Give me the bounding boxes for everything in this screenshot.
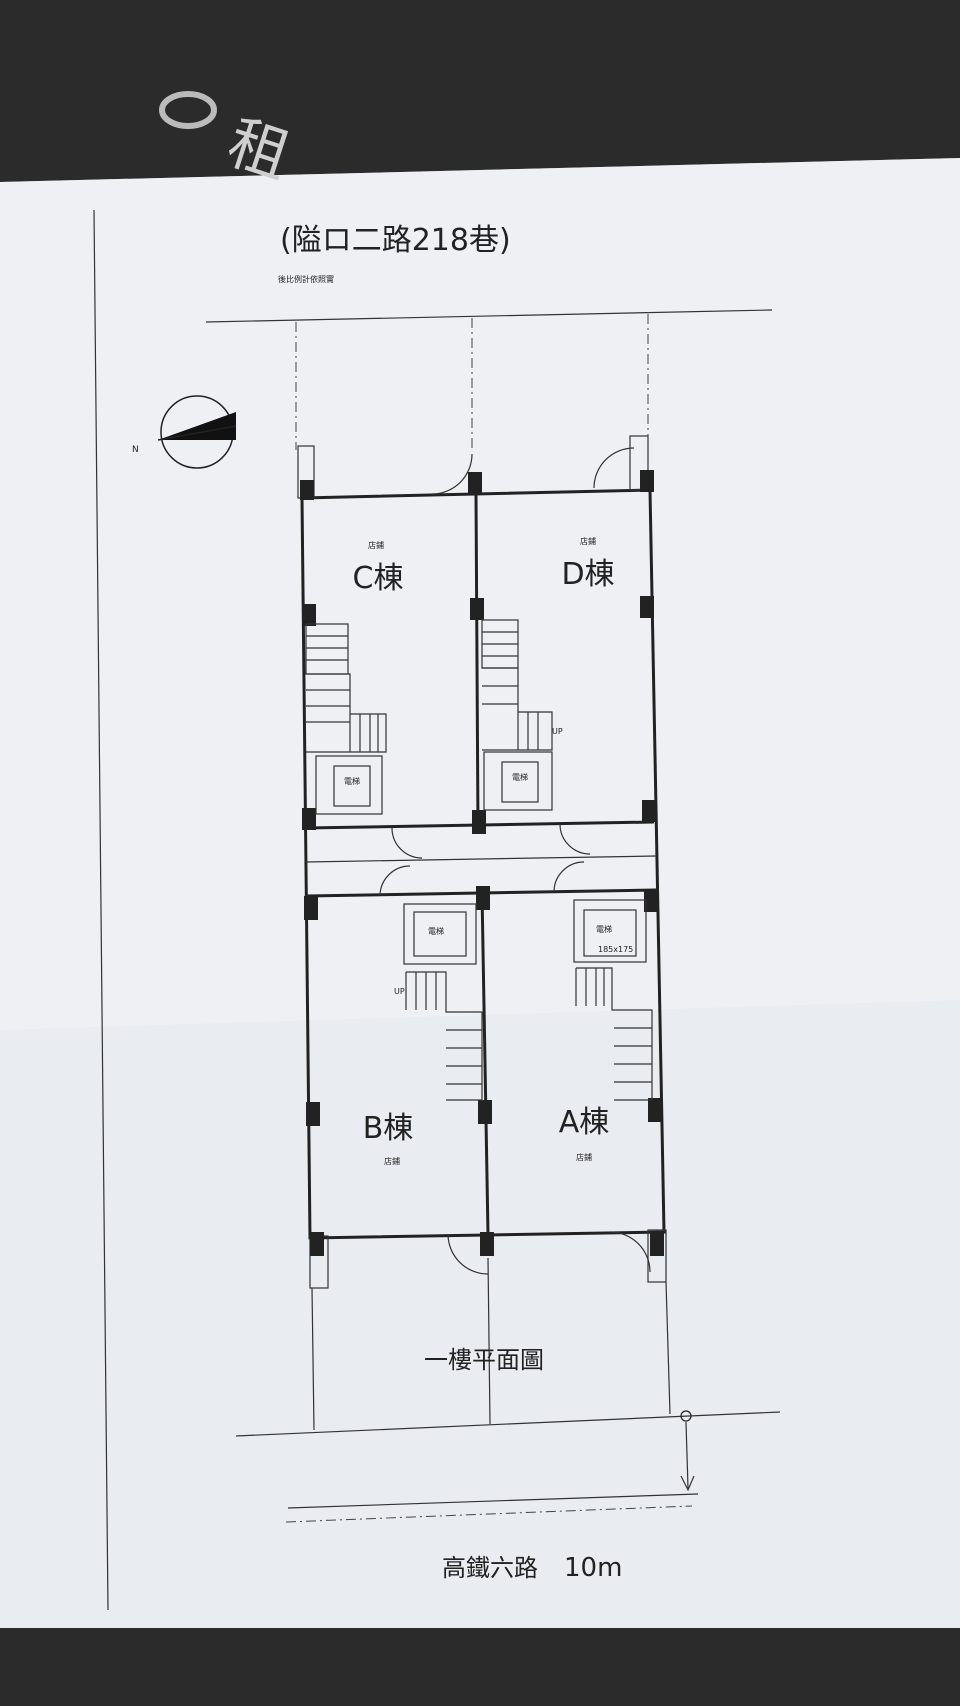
elevator-label-b: 電梯 [428,926,444,936]
unit-d-use: 店鋪 [580,536,596,546]
north-label: N [132,445,139,455]
door-swing [447,1233,489,1275]
road-dashed-line [285,1505,693,1523]
door-swing [593,447,635,489]
top-road-note: 後比例計依照實 [278,274,334,284]
top-road-line [205,309,773,323]
unit-c-name: C棟 [353,561,404,596]
unit-c-use: 店鋪 [368,540,384,550]
stair-up-label-d: UP [552,727,563,736]
elevator-label-a: 電梯 [596,924,612,934]
stair-up-label-b: UP [394,987,405,996]
elevator-dims-a: 185x175 [598,945,633,954]
party-wall-top [474,493,480,831]
unit-a-use: 店鋪 [576,1152,592,1162]
stair-unit-d: UP [481,619,563,751]
elevator-label-c: 電梯 [344,776,360,786]
elevator-b: 電梯 [403,903,477,965]
door-swing [609,1231,651,1273]
datum-point-icon [680,1410,692,1422]
elevator-d: 電梯 [483,751,553,811]
door-swing [379,865,411,897]
unit-d-name: D棟 [561,557,614,592]
elevator-a: 電梯 185x175 [573,899,647,963]
arrow-down-icon [680,1475,695,1492]
stair-unit-c [305,623,387,753]
unit-b-use: 店鋪 [384,1156,400,1166]
floor-plan-title: 一樓平面圖 [424,1346,544,1374]
top-road-label: (隘ロ二路218巷) [280,223,511,258]
door-swing [431,453,473,495]
stair-unit-a [575,967,653,1101]
elevator-c: 電梯 [315,755,383,815]
wall-stub [629,435,649,491]
property-line [665,1281,671,1415]
stair-unit-b: UP [394,971,483,1101]
paper-highlight [0,158,960,1030]
door-swing [391,827,423,859]
bottom-road-width: 10m [564,1553,622,1583]
elevator-label-d: 電梯 [512,772,528,782]
party-wall-bottom [480,891,490,1235]
door-swing [559,823,591,855]
north-arrow-icon: N [132,395,237,469]
structural-columns [300,470,664,1256]
margin-line [93,209,109,1611]
wall-stub [647,1229,667,1283]
bottom-road-name: 高鐵六路 [442,1554,538,1582]
bottom-road-edge [235,1411,781,1437]
unit-a-name: A棟 [559,1105,610,1140]
corridor-line [305,855,657,863]
dimension-line [685,1421,689,1489]
property-line [311,1287,315,1431]
unit-b-name: B棟 [363,1111,414,1146]
door-swing [553,861,585,893]
road-centerline [287,1493,699,1509]
property-line [487,1257,491,1425]
